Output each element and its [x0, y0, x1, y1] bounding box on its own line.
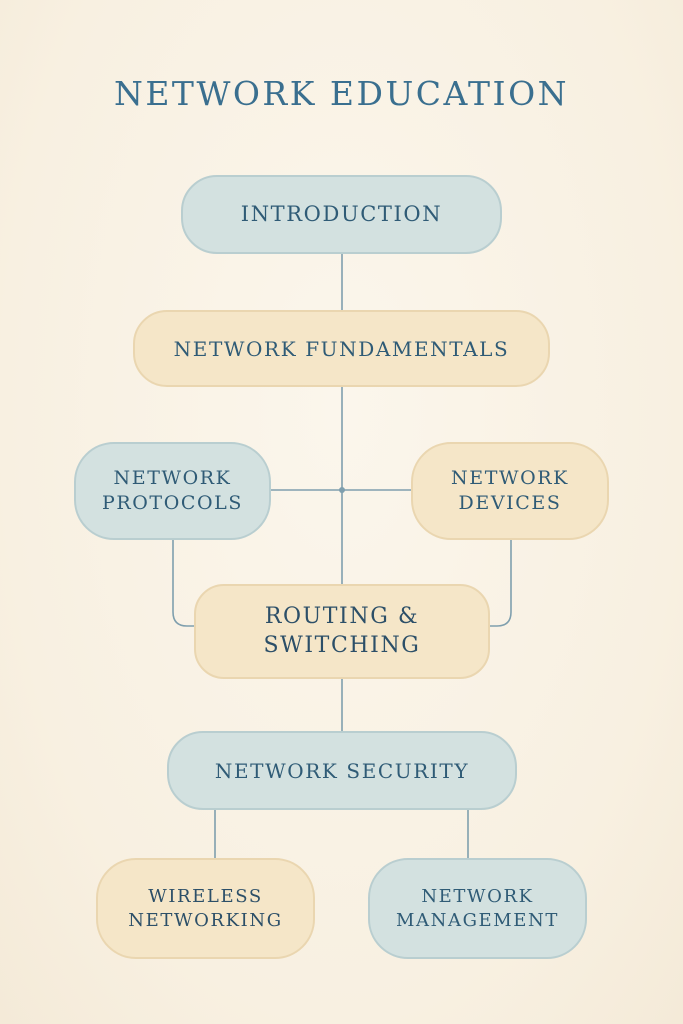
node-network-devices-line-1: NETWORK: [451, 467, 569, 490]
node-network-security: NETWORK SECURITY: [167, 731, 517, 810]
connector-junction-dot: [339, 487, 345, 493]
node-network-devices-line-2: DEVICES: [458, 492, 562, 514]
node-routing-switching-line-1: ROUTING &: [264, 603, 420, 629]
node-network-management-line-2: MANAGEMENT: [395, 909, 560, 931]
node-introduction: INTRODUCTION: [181, 175, 502, 254]
node-network-protocols-line-2: PROTOCOLS: [101, 492, 244, 514]
node-network-protocols: NETWORK PROTOCOLS: [74, 442, 271, 540]
node-network-security-label: NETWORK SECURITY: [214, 758, 470, 783]
node-introduction-label: INTRODUCTION: [240, 201, 443, 226]
node-wireless-networking: WIRELESS NETWORKING: [96, 858, 315, 959]
connector-protocols-routing: [172, 540, 195, 627]
node-network-management-line-1: NETWORK: [421, 886, 534, 908]
node-routing-switching: ROUTING & SWITCHING: [194, 584, 490, 679]
node-network-devices: NETWORK DEVICES: [411, 442, 609, 540]
node-network-protocols-line-1: NETWORK: [113, 467, 232, 490]
node-wireless-networking-line-1: WIRELESS: [148, 886, 263, 908]
connector-devices-routing: [489, 540, 512, 627]
node-wireless-networking-line-2: NETWORKING: [128, 909, 283, 931]
node-network-management: NETWORK MANAGEMENT: [368, 858, 587, 959]
diagram-title: NETWORK EDUCATION: [113, 74, 570, 113]
node-network-fundamentals-label: NETWORK FUNDAMENTALS: [173, 336, 510, 361]
node-network-fundamentals: NETWORK FUNDAMENTALS: [133, 310, 550, 387]
node-routing-switching-line-2: SWITCHING: [263, 632, 421, 658]
